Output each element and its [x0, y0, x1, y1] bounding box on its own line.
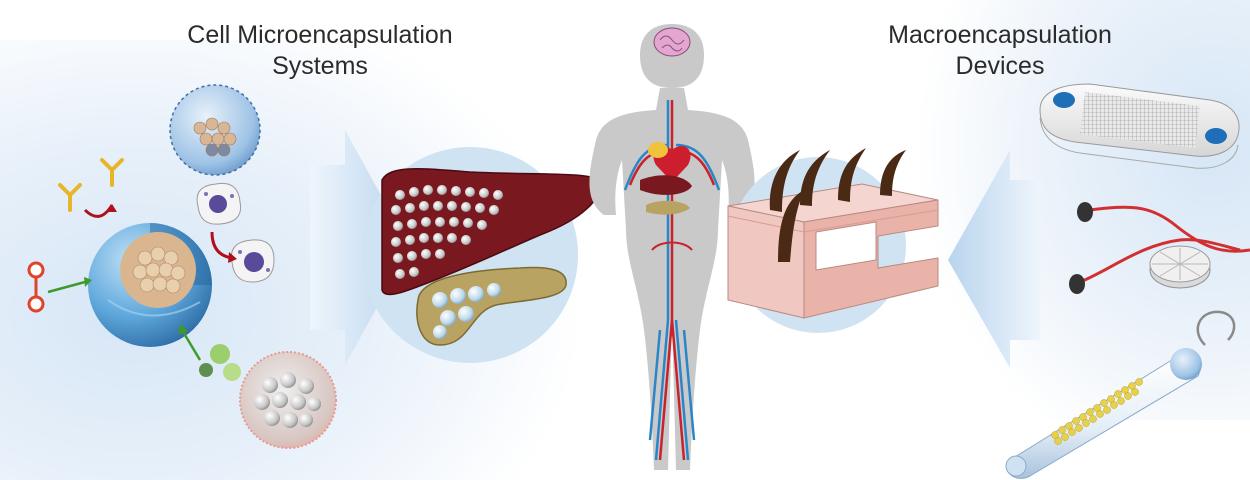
- microencapsulation-title-line1: Cell Microencapsulation: [135, 20, 505, 51]
- macroencapsulation-title: Macroencapsulation Devices: [835, 20, 1165, 82]
- microencapsulation-title: Cell Microencapsulation Systems: [135, 20, 505, 82]
- macroencapsulation-title-line1: Macroencapsulation: [835, 20, 1165, 51]
- brain-icon: [654, 28, 690, 56]
- microcapsule-sphere-icon: [170, 85, 260, 175]
- encapsulated-cell-sphere: [88, 223, 212, 347]
- cluster-capsule-icon: [240, 352, 336, 448]
- microencapsulation-title-line2: Systems: [135, 51, 505, 82]
- macroencapsulation-title-line2: Devices: [835, 51, 1165, 82]
